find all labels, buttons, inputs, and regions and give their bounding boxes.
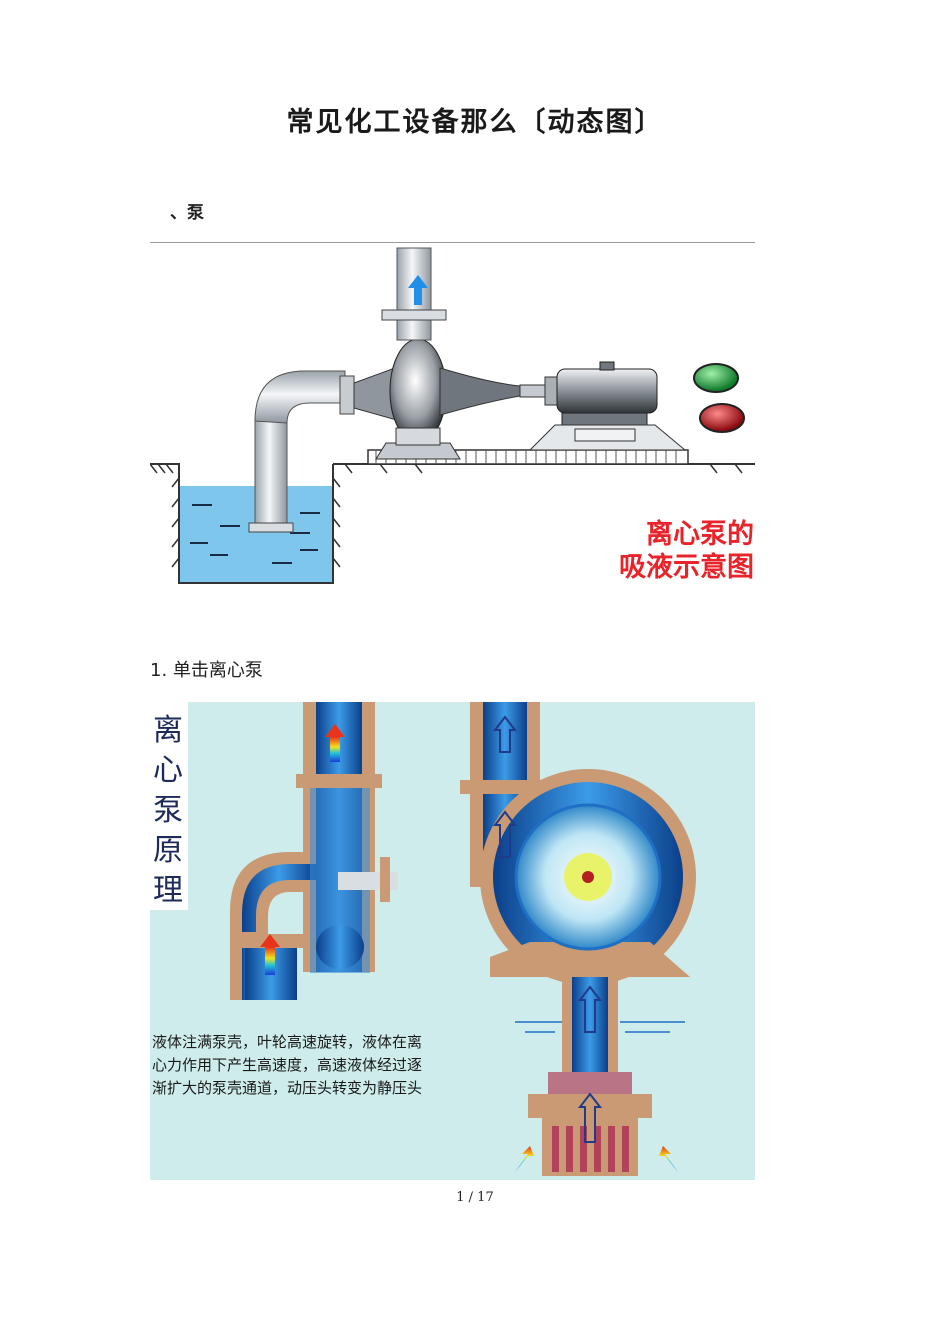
subheading: 1. 单击离心泵 — [150, 660, 263, 681]
inline-pump-diagram — [230, 702, 398, 1000]
page-number: 1 / 17 — [456, 1190, 494, 1205]
divider — [150, 242, 755, 243]
side-label-char-4: 原 — [153, 833, 183, 868]
page-title: 常见化工设备那么〔动态图〕 — [286, 107, 664, 138]
description-line-3: 渐扩大的泵壳通道，动压头转变为静压头 — [152, 1079, 422, 1097]
side-label-char-5: 理 — [153, 873, 183, 908]
electric-motor — [519, 361, 687, 451]
figure1-caption-line2: 吸液示意图 — [619, 551, 754, 583]
green-indicator-light — [693, 363, 739, 393]
figure1-caption-line1: 离心泵的 — [646, 518, 754, 550]
pump-casing — [353, 338, 521, 460]
side-label-char-2: 心 — [153, 753, 183, 788]
impeller-center — [582, 871, 594, 883]
suction-pipe — [248, 370, 355, 533]
side-label-box — [150, 702, 188, 910]
discharge-pipe — [381, 247, 447, 341]
red-indicator-light — [699, 403, 745, 433]
centrifugal-pump-suction-figure: 离心泵的 吸液示意图 — [150, 247, 755, 584]
centrifugal-pump-principle-figure: 离 心 泵 原 理 液体注满泵 — [150, 702, 755, 1180]
section-heading: 、泵 — [170, 203, 204, 223]
description-line-2: 心力作用下产生高速度，高速液体经过逐 — [152, 1056, 422, 1074]
description-line-1: 液体注满泵壳，叶轮高速旋转，液体在离 — [152, 1033, 422, 1051]
side-label-char-1: 离 — [153, 713, 183, 748]
side-label-char-3: 泵 — [153, 793, 183, 828]
volute-pump-diagram — [460, 702, 696, 1176]
